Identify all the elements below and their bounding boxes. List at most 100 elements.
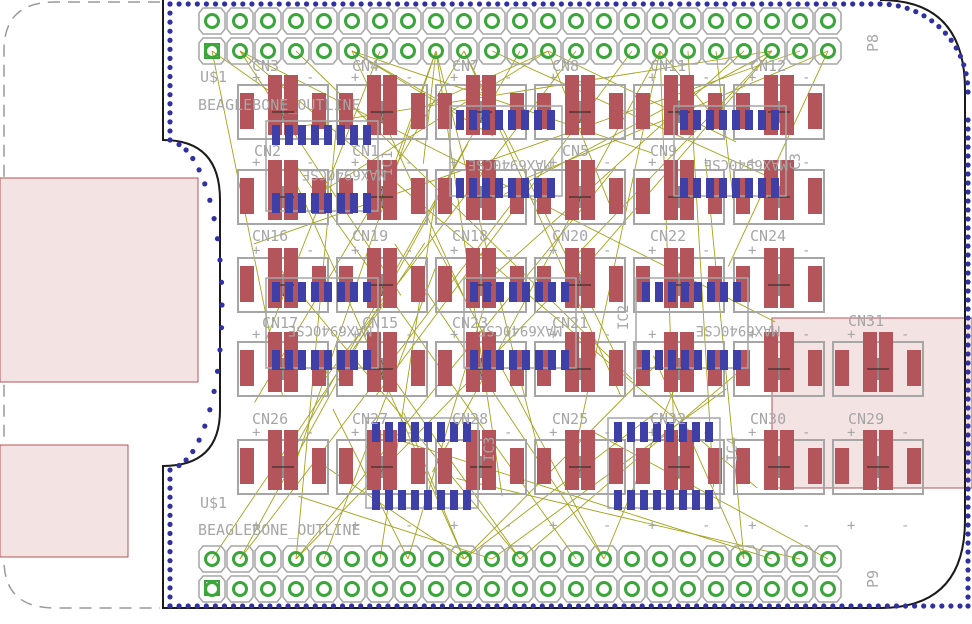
- label-cn22: CN22: [650, 227, 686, 245]
- header-pin-outline: [814, 37, 842, 65]
- ic-pad: [771, 110, 779, 130]
- border-dot: [485, 603, 491, 609]
- header-pin-outline: [198, 7, 226, 35]
- border-dot: [394, 1, 401, 7]
- ic-pad: [627, 490, 635, 510]
- header-pin-ring: [764, 551, 780, 567]
- connector-pad: [636, 93, 650, 129]
- header-pin-ring: [232, 551, 248, 567]
- border-dot: [183, 147, 189, 153]
- border-dot: [167, 494, 173, 500]
- polarity-plus: +: [450, 243, 458, 259]
- connector-pad: [636, 448, 650, 484]
- border-dot: [218, 279, 225, 285]
- header-pin-outline: [506, 575, 534, 603]
- connector-pad: [708, 448, 722, 484]
- label-cn2: CN2: [254, 142, 281, 160]
- border-dot: [539, 603, 545, 609]
- border-dot: [207, 407, 213, 413]
- header-pin-ring: [792, 551, 808, 567]
- polarity-plus: +: [252, 425, 260, 441]
- header-pin-outline: [282, 7, 310, 35]
- polarity-minus: -: [504, 155, 512, 171]
- border-dot: [176, 603, 182, 609]
- border-dot: [367, 603, 373, 609]
- border-dot: [740, 1, 747, 7]
- header-pin-outline: [478, 545, 506, 573]
- polarity-plus: +: [252, 327, 260, 343]
- connector-pad: [879, 430, 893, 490]
- label-cn26: CN26: [252, 410, 288, 428]
- header-pin-outline: [226, 37, 254, 65]
- ic-outline: [449, 105, 563, 197]
- border-dot: [467, 603, 473, 609]
- border-dot: [385, 1, 392, 7]
- connector-pad: [879, 332, 893, 392]
- header-pin-outline: [646, 545, 674, 573]
- connector-pad: [780, 332, 794, 392]
- border-dot: [340, 1, 346, 7]
- ic-pad: [720, 282, 728, 302]
- border-dot: [965, 558, 971, 564]
- border-dot: [485, 1, 492, 7]
- header-pin-outline: [730, 7, 758, 35]
- header-pin-outline: [506, 37, 534, 65]
- border-dot: [185, 603, 191, 609]
- border-dot: [694, 603, 700, 609]
- header-pin-ring: [568, 581, 584, 597]
- border-dot: [167, 28, 173, 34]
- border-dot: [167, 576, 173, 582]
- polarity-minus: -: [504, 70, 512, 86]
- border-dot: [768, 1, 774, 7]
- polarity-minus: -: [603, 425, 611, 441]
- border-dot: [804, 1, 810, 7]
- header-pin-outline: [338, 37, 366, 65]
- polarity-plus: +: [351, 518, 359, 534]
- border-dot: [649, 1, 656, 7]
- connector-pad: [581, 332, 595, 392]
- border-dot: [866, 603, 872, 609]
- border-dot: [965, 576, 971, 582]
- left-pad-large: [0, 177, 199, 383]
- header-pin-ring: [232, 43, 248, 59]
- chip-text-1: MAX6940CSE: [302, 166, 386, 182]
- connector-pad: [780, 75, 794, 135]
- connector-pad: [466, 430, 480, 490]
- header-pin-ring: [400, 13, 416, 29]
- border-dot: [211, 216, 217, 222]
- ic-pad: [679, 422, 687, 442]
- header-pin-ring: [288, 551, 304, 567]
- border-dot: [921, 603, 927, 609]
- outline-name-top: BEAGLEBONE_OUTLINE: [198, 96, 361, 114]
- header-pin-outline: [338, 7, 366, 35]
- border-dot: [557, 603, 564, 609]
- ic-pad: [337, 193, 345, 213]
- connector-pad: [268, 430, 282, 490]
- ic-pad: [298, 350, 306, 370]
- connector-pad: [383, 332, 397, 392]
- ic-label-4: IC4: [725, 437, 741, 462]
- header-pin-outline: [478, 7, 506, 35]
- border-dot: [190, 448, 196, 455]
- border-dot: [953, 45, 959, 51]
- airwire: [295, 100, 340, 560]
- label-cn31: CN31: [848, 312, 884, 330]
- ic-pad: [272, 193, 280, 213]
- border-dot: [965, 252, 971, 258]
- border-dot: [566, 603, 573, 609]
- ic-pad: [758, 178, 766, 198]
- border-dot: [167, 476, 173, 482]
- border-dot: [439, 603, 446, 609]
- border-dot: [965, 144, 971, 150]
- ic-pad: [285, 282, 293, 302]
- border-dot: [231, 1, 237, 7]
- border-dot: [621, 603, 627, 609]
- header-pin-ring: [400, 43, 416, 59]
- ic-pad: [337, 125, 345, 145]
- connector-pad: [863, 332, 877, 392]
- ic-pad: [681, 282, 689, 302]
- ic-pad: [732, 178, 740, 198]
- border-dot: [965, 477, 971, 483]
- ic-pad: [653, 422, 661, 442]
- border-dot: [948, 37, 954, 43]
